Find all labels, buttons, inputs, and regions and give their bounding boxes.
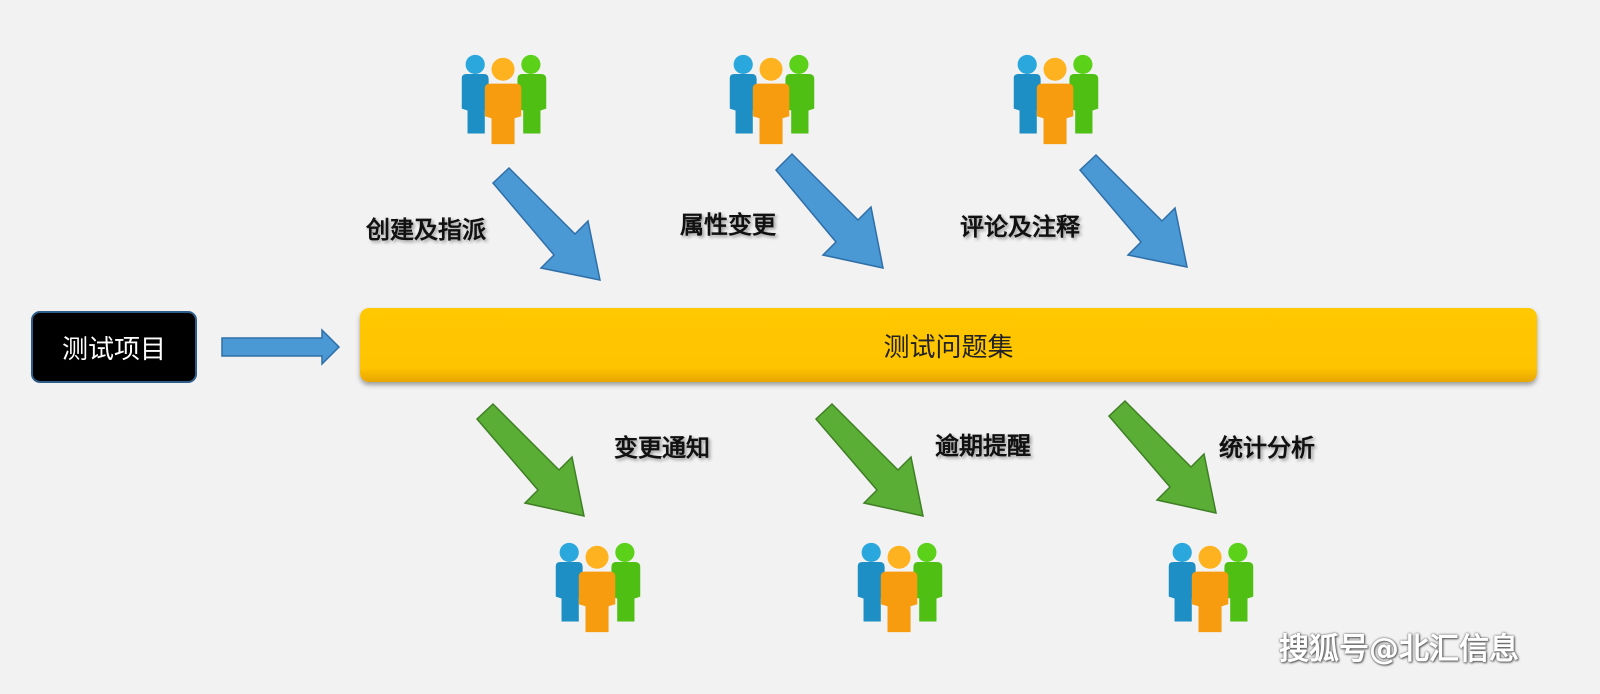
- action-label-comment-annotate: 评论及注释: [960, 213, 1080, 241]
- arrow-down-right-icon: [814, 402, 924, 517]
- test-issue-set-bar: 测试问题集: [360, 308, 1537, 382]
- test-issue-set-label: 测试问题集: [883, 332, 1014, 363]
- people-group-icon: [555, 542, 641, 633]
- bottom-arrows: [475, 399, 1217, 517]
- people-group-icon: [461, 54, 547, 145]
- top-arrows: [491, 152, 1188, 281]
- people-group-icon: [1168, 542, 1254, 633]
- action-label-create-assign: 创建及指派: [366, 216, 486, 244]
- action-label-attribute-change: 属性变更: [680, 211, 776, 239]
- arrow-down-right-icon: [774, 152, 884, 269]
- arrow-right-icon: [221, 328, 341, 366]
- test-project-label: 测试项目: [61, 334, 166, 365]
- watermark: 搜狐号@北汇信息: [1279, 632, 1519, 667]
- action-label-change-notify: 变更通知: [614, 434, 710, 462]
- action-label-statistics: 统计分析: [1219, 434, 1315, 462]
- action-label-overdue-reminder: 逾期提醒: [935, 432, 1031, 460]
- arrow-down-right-icon: [1107, 399, 1217, 514]
- arrow-down-right-icon: [475, 402, 585, 517]
- people-group-icon: [729, 54, 815, 145]
- people-group-icon: [1013, 54, 1099, 145]
- arrow-down-right-icon: [491, 166, 601, 281]
- arrow-down-right-icon: [1078, 153, 1188, 268]
- test-project-box: 测试项目: [31, 311, 197, 383]
- people-group-icon: [857, 542, 943, 633]
